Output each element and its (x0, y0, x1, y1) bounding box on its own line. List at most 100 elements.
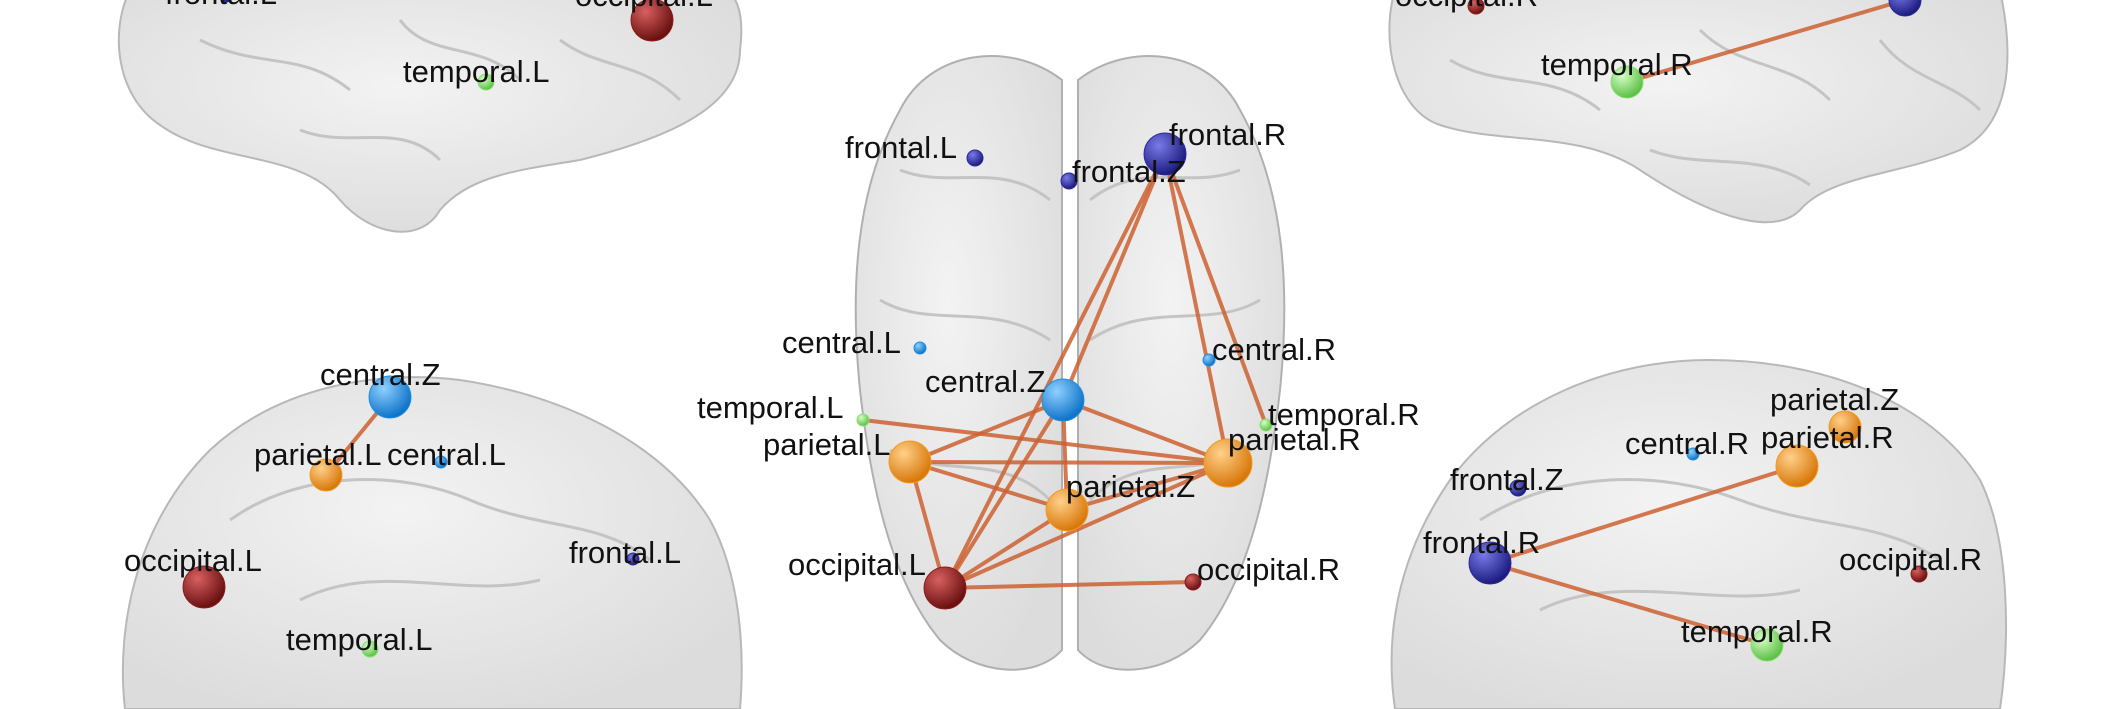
node-frontal-r (1143, 132, 1187, 176)
node-central-r (1202, 353, 1216, 367)
label-parietal-z: parietal.Z (1770, 382, 1899, 417)
edge-frontal-r-occipital-l (943, 152, 1167, 590)
panel-right-medial-bottom: parietal.Z central.R parietal.R frontal.Z fr… (1423, 382, 1982, 662)
brain-left-medial-bottom (121, 376, 743, 709)
brain-left-lateral-top (117, 0, 743, 233)
edge-parietal-z-occipital-l (943, 508, 1069, 590)
nodes (182, 375, 640, 658)
label-parietal-z: parietal.Z (1066, 469, 1195, 504)
label-central-z: central.Z (925, 364, 1046, 399)
label-parietal-l: parietal.L (763, 427, 891, 462)
node-occipital-r (1184, 573, 1202, 591)
label-parietal-r: parietal.R (1228, 422, 1361, 457)
edge-frontal-r-parietal-r (1163, 152, 1230, 465)
node-frontal-l (966, 149, 984, 167)
node-temporal-r (1610, 65, 1644, 99)
label-central-l: central.L (387, 437, 506, 472)
edge-temporal-r-frontal-r (1625, 0, 1907, 84)
node-frontal-r (1468, 541, 1512, 585)
nodes (219, 0, 674, 91)
label-temporal-l: temporal.L (286, 622, 432, 657)
labels: frontal.L occipital.L temporal.L (165, 0, 713, 89)
nodes (1467, 0, 1922, 99)
edge-temporal-l-parietal-r (861, 418, 1230, 465)
node-occipital-r (1910, 565, 1928, 583)
label-occipital-r: occipital.R (1395, 0, 1538, 13)
label-temporal-l: temporal.L (403, 54, 549, 89)
label-occipital-l: occipital.L (124, 543, 262, 578)
node-parietal-l (888, 440, 932, 484)
edge-parietal-l-occipital-l (908, 460, 947, 590)
node-frontal-z (1509, 479, 1527, 497)
label-temporal-r: temporal.R (1268, 397, 1420, 432)
labels: occipital.R temporal.R (1395, 0, 1693, 82)
label-parietal-l: parietal.L (254, 437, 382, 472)
node-frontal-l (626, 552, 640, 566)
label-parietal-r: parietal.R (1761, 420, 1894, 455)
node-parietal-r (1203, 438, 1253, 488)
edge-central-z-parietal-r (1061, 398, 1230, 465)
edge-central-z-occipital-l (943, 398, 1065, 590)
edge-frontal-r-central-z (1061, 152, 1167, 402)
label-frontal-l: frontal.L (569, 535, 681, 570)
label-frontal-l: frontal.L (845, 130, 957, 165)
brain-right-medial-bottom (1390, 358, 2007, 709)
edges (1625, 0, 1907, 84)
node-temporal-r (1259, 418, 1273, 432)
node-central-l (434, 455, 448, 469)
label-frontal-l: frontal.L (165, 0, 277, 11)
brain-right-lateral-top (1388, 0, 2009, 224)
label-frontal-r: frontal.R (1169, 117, 1286, 152)
node-occipital-r (1467, 0, 1485, 15)
edge-frontal-r-temporal-r (1488, 561, 1769, 647)
node-frontal-l (219, 0, 233, 3)
edges (1488, 464, 1799, 647)
node-central-z (368, 375, 412, 419)
node-parietal-z (1828, 410, 1862, 444)
label-occipital-r: occipital.R (1197, 552, 1340, 587)
label-temporal-r: temporal.R (1681, 614, 1833, 649)
panel-left-lateral-top: frontal.L occipital.L temporal.L (165, 0, 713, 91)
node-occipital-l (182, 565, 226, 609)
edge-central-z-parietal-l (908, 398, 1065, 464)
edge-frontal-r-temporal-r (1163, 152, 1268, 427)
brain-axial (854, 55, 1286, 671)
panel-right-lateral-top: occipital.R temporal.R (1395, 0, 1922, 99)
node-temporal-l (361, 640, 379, 658)
node-central-r (1686, 447, 1700, 461)
labels: parietal.Z central.R parietal.R frontal.Z fr… (1423, 382, 1982, 649)
label-frontal-z: frontal.Z (1450, 462, 1564, 497)
edge-frontal-r-parietal-r (1488, 464, 1799, 565)
nodes (1468, 410, 1928, 662)
node-parietal-r (1775, 444, 1819, 488)
node-temporal-r (1750, 628, 1784, 662)
edge-parietal-l-parietal-z (908, 460, 1069, 512)
label-temporal-l: temporal.L (697, 390, 843, 425)
label-central-z: central.Z (320, 357, 441, 392)
node-central-l (913, 341, 927, 355)
edge-parietal-l-parietal-r (908, 460, 1230, 465)
edge-parietal-r-occipital-l (943, 461, 1230, 590)
label-frontal-r: frontal.R (1423, 525, 1540, 560)
label-temporal-r: temporal.R (1541, 47, 1693, 82)
node-central-z (1041, 378, 1085, 422)
node-temporal-l (856, 413, 870, 427)
node-parietal-l (309, 458, 343, 492)
label-central-r: central.R (1625, 426, 1749, 461)
edge-parietal-z-parietal-r (1065, 461, 1230, 512)
node-occipital-l (923, 566, 967, 610)
label-central-r: central.R (1212, 332, 1336, 367)
label-frontal-z: frontal.Z (1072, 154, 1186, 189)
node-frontal-z (1060, 172, 1078, 190)
node-frontal-r (1888, 0, 1922, 17)
label-occipital-l: occipital.L (788, 547, 926, 582)
label-occipital-l: occipital.L (575, 0, 713, 13)
edge-occipital-l-occipital-r (943, 580, 1195, 590)
label-central-l: central.L (782, 325, 901, 360)
nodes (856, 132, 1273, 610)
